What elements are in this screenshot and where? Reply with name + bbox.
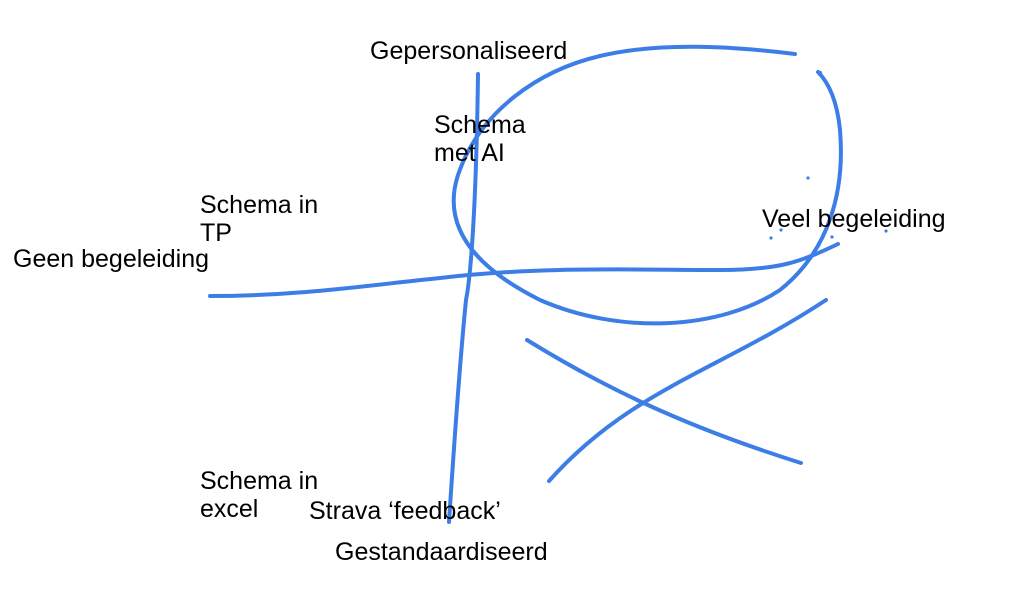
ink-dot	[817, 243, 821, 247]
ink-dot	[779, 228, 783, 232]
axis-label-bottom: Gestandaardiseerd	[335, 538, 548, 566]
ink-dot	[824, 227, 828, 231]
axis-label-right: Veel begeleiding	[762, 205, 946, 233]
cross-stroke-ascending	[547, 298, 828, 483]
cross-stroke-descending	[525, 338, 803, 465]
ellipse-stroke	[451, 44, 843, 326]
item-label-excel-schedule: Schema in excel	[200, 467, 319, 523]
ink-dot	[806, 176, 810, 180]
ink-dot	[884, 229, 888, 233]
item-label-ai-schedule: Schema met AI	[434, 111, 526, 167]
item-label-tp-schedule: Schema in TP	[200, 191, 319, 247]
item-label-strava-feedback: Strava ‘feedback’	[309, 497, 501, 525]
axis-label-left: Geen begeleiding	[13, 245, 209, 273]
vertical-axis-stroke	[447, 72, 480, 524]
horizontal-axis-stroke	[208, 242, 840, 298]
axis-label-top: Gepersonaliseerd	[370, 37, 568, 65]
ink-dot	[817, 70, 823, 76]
ink-dot	[769, 236, 773, 240]
ink-dot	[830, 235, 834, 239]
